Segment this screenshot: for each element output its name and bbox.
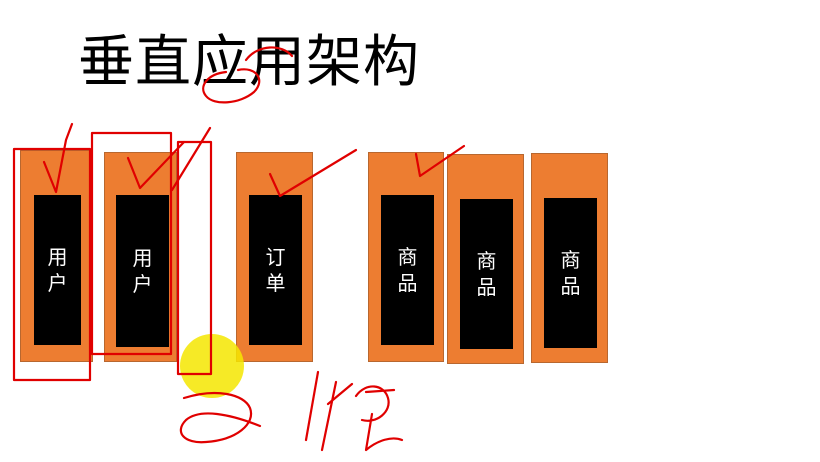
slide-title: 垂直应用架构 [78, 30, 420, 95]
ink-scribble [179, 391, 262, 444]
ink-rect-slot [176, 140, 213, 376]
module-core: 用户 [116, 195, 169, 347]
ink-scribble [304, 370, 320, 442]
module-core: 订单 [249, 195, 302, 345]
module-box-user-1: 用户 [20, 150, 93, 362]
module-label: 商品 [560, 248, 581, 298]
ink-scribble [354, 385, 404, 452]
ink-check-mark [170, 126, 212, 192]
module-box-product-3: 商品 [531, 153, 608, 363]
module-core: 商品 [544, 198, 597, 348]
module-core: 商品 [381, 195, 434, 345]
module-box-user-2: 用户 [104, 152, 177, 362]
ink-scribble [320, 380, 354, 452]
module-label: 商品 [397, 245, 418, 295]
module-label: 商品 [476, 249, 497, 299]
module-core: 用户 [34, 195, 81, 345]
module-box-product-2: 商品 [447, 154, 524, 364]
module-label: 订单 [265, 245, 286, 295]
module-label: 用户 [47, 245, 68, 295]
cursor-highlight [180, 334, 244, 398]
ink-scribble [364, 388, 396, 394]
module-box-product-1: 商品 [368, 152, 444, 362]
module-box-order: 订单 [236, 152, 313, 362]
module-label: 用户 [132, 246, 153, 296]
module-core: 商品 [460, 199, 513, 349]
